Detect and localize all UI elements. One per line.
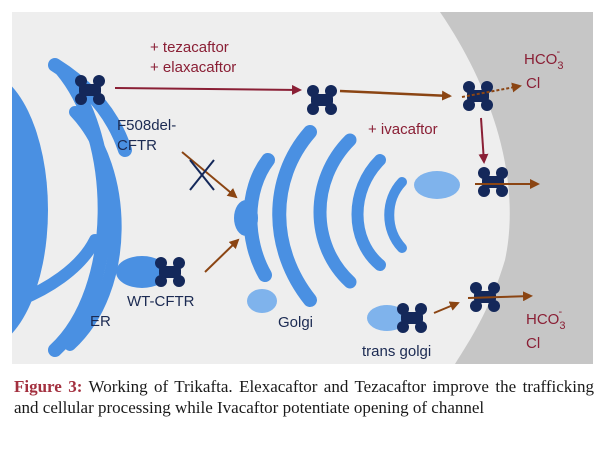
label-ions-top: HCO3- Cl (524, 46, 563, 92)
label-ivacaftor: + ivacaftor (368, 121, 438, 138)
svg-text:HCO3-: HCO3- (526, 306, 565, 332)
arrow-golgi-to-membrane (339, 89, 452, 101)
svg-text:HCO3-: HCO3- (524, 46, 563, 72)
svg-text:Cl: Cl (526, 335, 540, 352)
golgi-cisterna-3 (313, 133, 357, 289)
svg-text:Cl: Cl (526, 75, 540, 92)
label-tezacaftor: + tezacaftor (150, 39, 229, 56)
arrow-membrane-down (478, 117, 489, 164)
er-membrane-top (48, 58, 132, 157)
plasma-membrane-region (440, 12, 593, 364)
golgi-cisterna-2 (272, 125, 317, 307)
arrow-mutant-blocked (181, 151, 238, 199)
ion-flow-bottom (467, 291, 533, 302)
label-f508del-line2: CFTR (117, 137, 157, 154)
arrow-er-to-golgi-corrected (114, 84, 302, 95)
trans-golgi-vesicle (367, 305, 407, 331)
nucleus (12, 86, 48, 334)
label-ions-bottom: HCO3- Cl (526, 306, 565, 352)
figure-label: Figure 3: (14, 377, 83, 396)
golgi-vesicle-left (234, 200, 258, 236)
small-vesicle (247, 289, 277, 313)
arrow-trans-golgi-to-membrane (433, 301, 460, 314)
label-wt-cftr: WT-CFTR (127, 293, 195, 310)
label-elaxacaftor: + elaxacaftor (150, 59, 236, 76)
transport-vesicle-right (414, 171, 460, 199)
label-trans-golgi: trans golgi (362, 343, 431, 360)
label-f508del-line1: F508del- (117, 117, 176, 134)
er-membrane-outer (64, 106, 122, 351)
label-er: ER (90, 313, 111, 330)
figure-caption: Figure 3: Working of Trikafta. Elexacaft… (14, 376, 594, 418)
golgi-cisterna-4 (351, 154, 386, 271)
er-membrane-bottom (14, 234, 101, 306)
block-cross-icon (189, 159, 215, 191)
label-golgi: Golgi (278, 314, 313, 331)
arrow-wt-to-golgi (204, 238, 240, 273)
figure-caption-text: Working of Trikafta. Elexacaftor and Tez… (14, 377, 594, 417)
wt-vesicle (116, 256, 168, 288)
golgi-cisterna-5 (384, 177, 407, 253)
